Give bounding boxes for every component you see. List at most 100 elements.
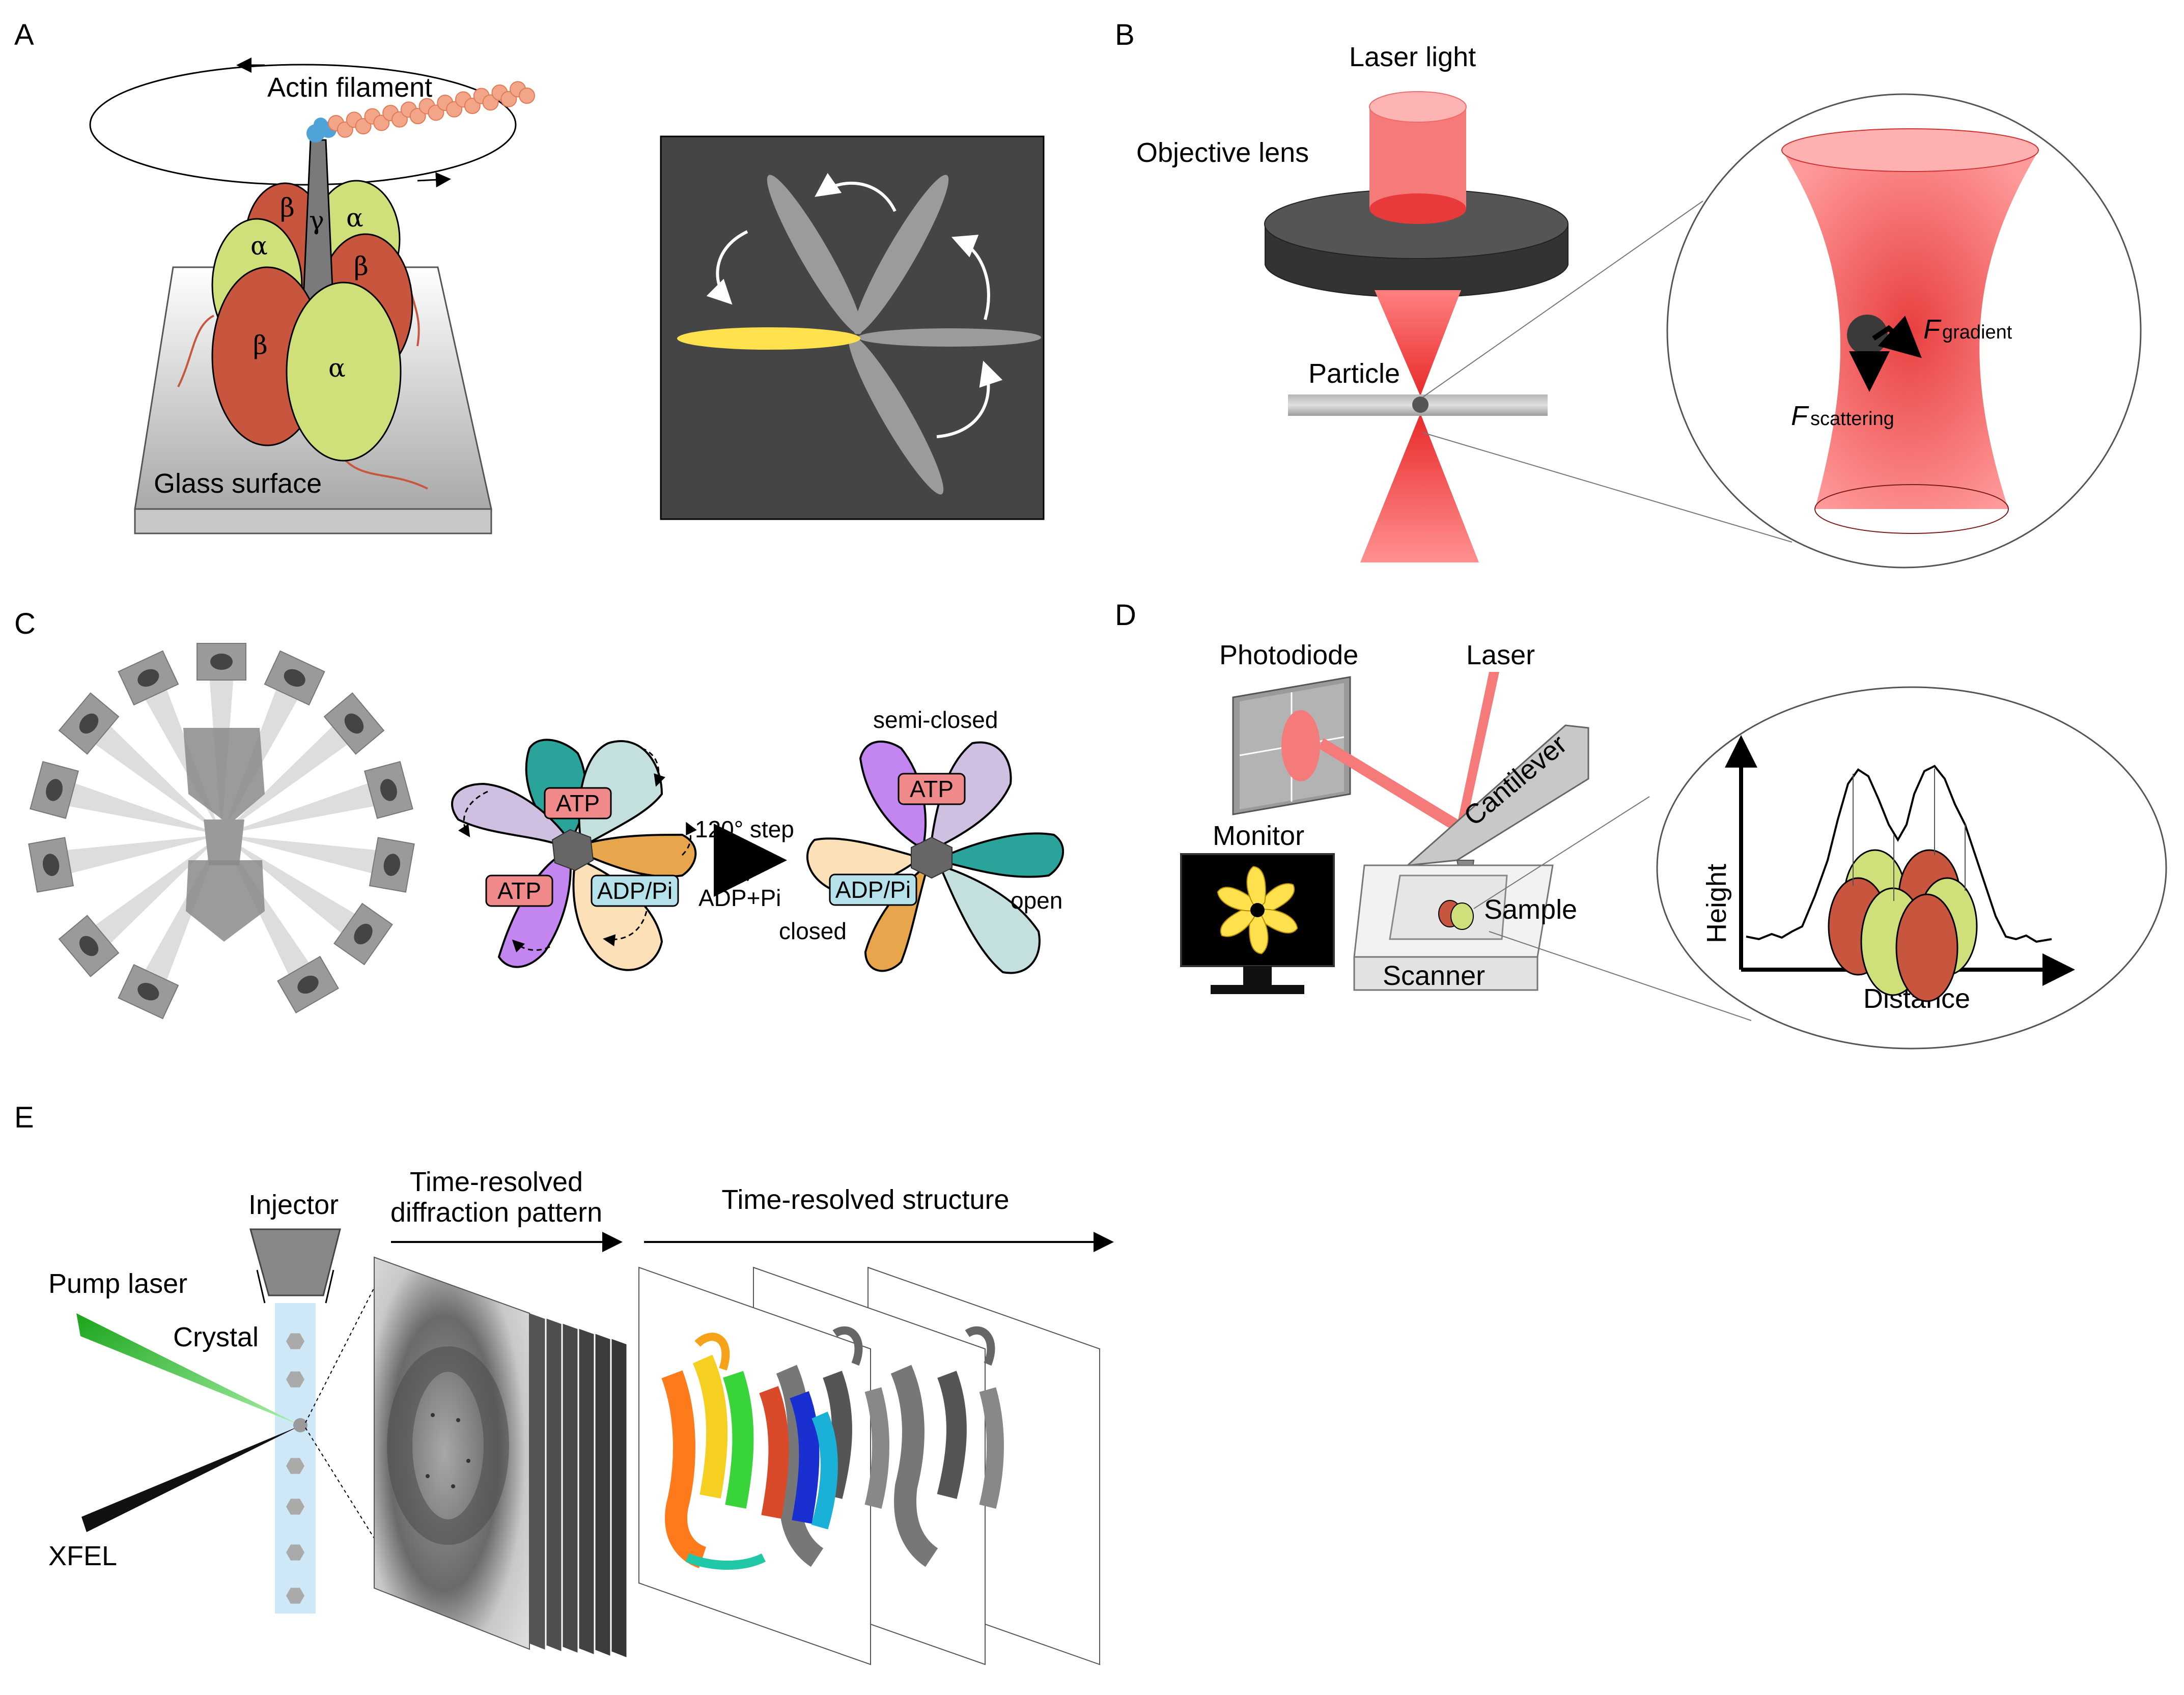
rotor2-blade-lightteal: [940, 866, 1041, 974]
open-label: open: [1011, 887, 1062, 914]
xfel-label: XFEL: [48, 1541, 117, 1571]
beta-label-back: β: [280, 193, 295, 222]
projection-image: [28, 837, 74, 893]
panel-d-letter: D: [1115, 599, 1136, 632]
projection-blob: [210, 654, 233, 670]
diffraction-front: [374, 1256, 530, 1650]
projection-ray: [221, 835, 395, 878]
structure-label: Time-resolved structure: [721, 1184, 1009, 1215]
rotation-arrow-1: [706, 230, 748, 305]
particle-label: Particle: [1308, 358, 1400, 389]
blade-highlighted: [677, 327, 860, 350]
monitor-label: Monitor: [1213, 821, 1304, 851]
xfel-beam: [81, 1425, 301, 1532]
crystal: [286, 1333, 304, 1349]
atp-tag-top-text: ATP: [556, 790, 600, 816]
semi-closed-label: semi-closed: [873, 707, 998, 733]
monitor-blade-shape: [1249, 909, 1269, 954]
afm-zoom-line-bottom: [1489, 931, 1752, 1021]
rotor-hub: [551, 829, 594, 871]
projection-blob: [354, 923, 373, 945]
glass-edge: [134, 508, 492, 534]
projection-blob: [42, 854, 60, 876]
release-arrow: [735, 864, 749, 882]
projection-image: [30, 761, 79, 819]
gradient-force-label: gradient: [1942, 322, 2012, 343]
panel-e-letter: E: [14, 1101, 34, 1134]
interaction-point: [293, 1418, 307, 1432]
projection-image: [58, 692, 120, 755]
afm-molecule: [1828, 849, 1978, 1002]
actin-filament-label: Actin filament: [267, 72, 432, 103]
rotor-before-step: ATP ATP ADP/Pi: [451, 739, 697, 971]
zoomed-particle: [1847, 315, 1888, 355]
monitor-blade-shape: [1256, 909, 1298, 934]
blade-upper-right: [853, 175, 949, 334]
laser-beam-out: [1319, 738, 1462, 831]
crystal: [286, 1458, 304, 1474]
rotor-dash-arrow-5: [681, 822, 697, 856]
rotor2-blade-teal: [946, 832, 1064, 878]
projection-blob: [383, 854, 401, 876]
projection-image: [58, 915, 120, 977]
projection-image: [369, 837, 415, 893]
monitor-base: [1211, 985, 1304, 994]
trap-bottom-rim: [1814, 484, 2009, 534]
projection-line-bottom: [305, 1427, 377, 1543]
rotation-arrow-4: [936, 360, 1003, 438]
projection-ray: [221, 777, 393, 835]
sample-molecule: [1438, 900, 1474, 930]
rotor2-hub: [911, 836, 953, 879]
zoom-line-bottom: [1422, 432, 1793, 543]
objective-lens-label: Objective lens: [1136, 137, 1309, 168]
pump-laser-label: Pump laser: [48, 1268, 187, 1299]
focus-cone-lower: [1360, 413, 1479, 562]
laser-cylinder: [1369, 91, 1467, 224]
adp-tag-right-text: ADP/Pi: [835, 877, 911, 903]
monitor-blade-shape: [1217, 887, 1258, 912]
injector-guide-right: [325, 1269, 334, 1304]
projection-image: [118, 650, 179, 706]
projection-image: [333, 902, 393, 966]
crystal-label: Crystal: [173, 1322, 259, 1352]
monitor-blade: [1256, 909, 1298, 934]
projection-blob: [297, 975, 319, 994]
gamma-label: γ: [309, 206, 324, 235]
scanner-side: [1353, 956, 1538, 991]
diffraction-label-line1: Time-resolved: [410, 1167, 583, 1197]
gradient-force-symbol: F: [1923, 314, 1942, 345]
atp-tag-left-text: ATP: [497, 878, 541, 904]
focus-cone-upper: [1375, 290, 1461, 396]
tether-left: [177, 315, 214, 387]
projection-blob: [284, 669, 305, 687]
rotation-orbit: [89, 64, 517, 186]
monitor-blade: [1249, 909, 1269, 954]
panel-a-letter: A: [14, 18, 34, 51]
projection-blob: [79, 936, 99, 956]
monitor-blade-shape: [1220, 907, 1258, 937]
projection-image: [277, 955, 339, 1013]
panel-d: D Photodiode Laser Cantilever Scanner Sa…: [1115, 599, 2167, 1050]
structure-colored: [661, 1333, 838, 1570]
step-label: 120° step: [695, 816, 794, 842]
crystal: [286, 1499, 304, 1515]
crystal-stream: [286, 1333, 304, 1604]
panel-e: E Injector Time-resolved diffraction pat…: [14, 1101, 1114, 1665]
rotor-blade-orange: [579, 833, 697, 878]
panel-a: A Glass surface γ β α α β β α: [14, 18, 1045, 534]
monitor-blade: [1246, 866, 1266, 911]
projection-image: [323, 692, 385, 755]
zoom-line-top: [1422, 201, 1703, 398]
blade-positions: [677, 175, 1041, 495]
injector-label: Injector: [248, 1190, 339, 1220]
monitor-blade: [1217, 887, 1258, 912]
rotor-dash-arrow-4: [512, 939, 550, 953]
laser-beam-in: [1457, 672, 1499, 825]
projection-blob: [380, 779, 397, 801]
projection-ray: [80, 835, 222, 956]
pump-laser-beam: [76, 1313, 300, 1425]
alpha-label-left: α: [250, 231, 268, 261]
gradient-force-arrow: [1872, 316, 1922, 358]
monitor-rotor-image: [1217, 866, 1298, 954]
